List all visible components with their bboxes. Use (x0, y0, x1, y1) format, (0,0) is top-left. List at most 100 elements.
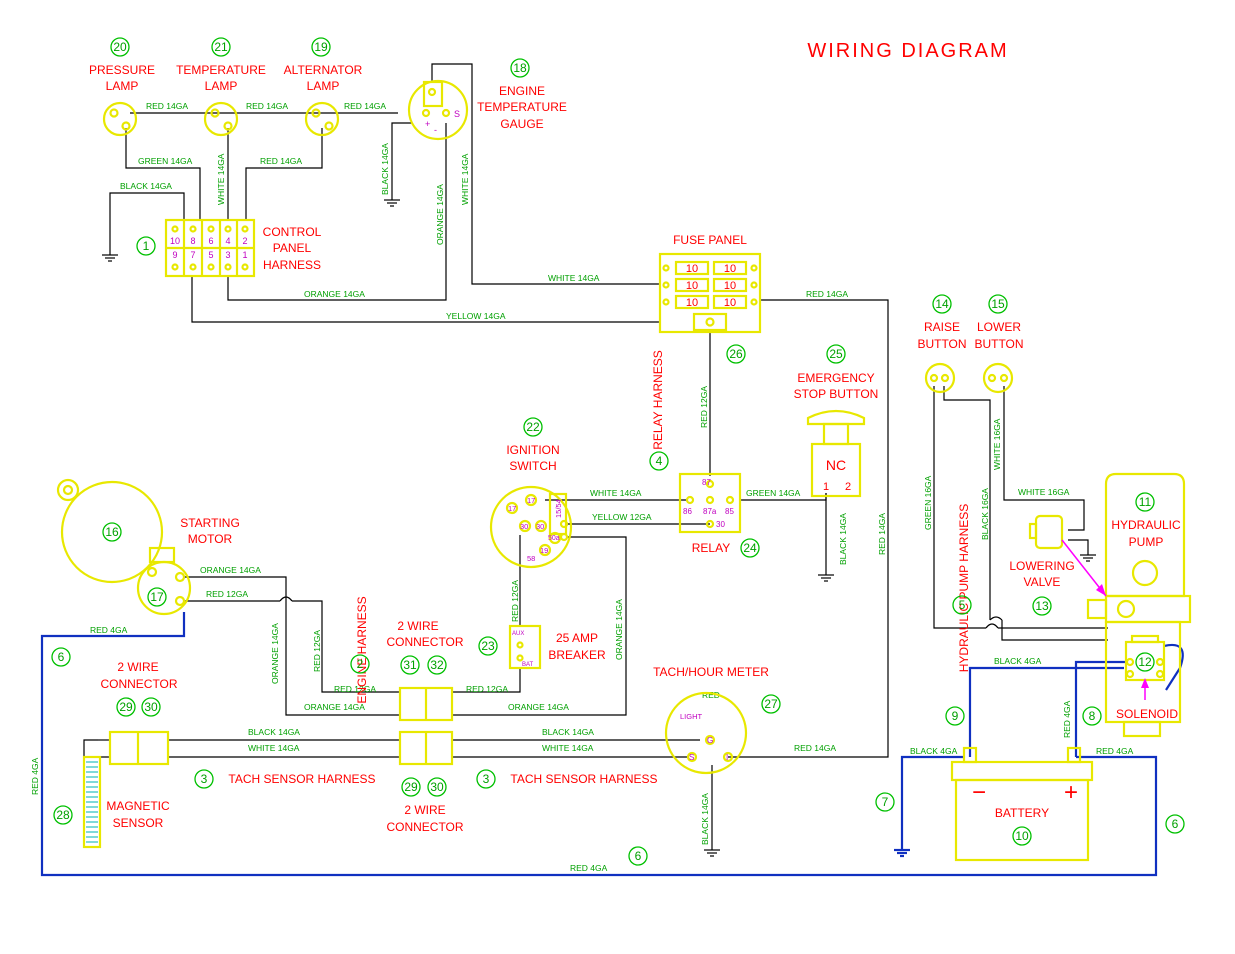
svg-text:25: 25 (829, 347, 843, 361)
svg-text:30: 30 (144, 700, 158, 714)
svg-text:WHITE 16GA: WHITE 16GA (992, 418, 1002, 470)
svg-text:24: 24 (743, 541, 757, 555)
svg-text:27: 27 (764, 697, 778, 711)
svg-text:30: 30 (430, 780, 444, 794)
svg-text:ORANGE 14GA: ORANGE 14GA (304, 702, 365, 712)
component-number: 32 (427, 655, 447, 675)
svg-text:50a: 50a (548, 535, 560, 542)
svg-text:RED 12GA: RED 12GA (699, 386, 709, 428)
solenoid: 12 SOLENOID (1116, 634, 1178, 721)
component-number: 2 (350, 654, 370, 674)
svg-text:HYDRAULIC PUMP HARNESS: HYDRAULIC PUMP HARNESS (957, 504, 971, 672)
svg-text:PRESSURE: PRESSURE (89, 63, 155, 77)
svg-text:ORANGE 14GA: ORANGE 14GA (270, 623, 280, 684)
page-title: WIRING DIAGRAM (807, 40, 1008, 62)
svg-text:30: 30 (536, 522, 544, 531)
component-number: 15 (988, 294, 1008, 314)
component-number: 4 (649, 451, 669, 471)
svg-text:ORANGE 14GA: ORANGE 14GA (508, 702, 569, 712)
battery-cables (40, 612, 1184, 877)
svg-text:RED 14GA: RED 14GA (877, 513, 887, 555)
svg-text:32: 32 (430, 658, 444, 672)
svg-text:BUTTON: BUTTON (974, 337, 1023, 351)
svg-text:7: 7 (882, 795, 889, 809)
component-number: 28 (53, 805, 73, 825)
svg-text:ORANGE 14GA: ORANGE 14GA (614, 599, 624, 660)
harness-pin-label: 8 (190, 236, 195, 246)
svg-text:2 WIRE: 2 WIRE (404, 803, 445, 817)
connector-left: 2 WIRE CONNECTOR 29 30 (100, 660, 178, 766)
svg-text:TEMPERATURE: TEMPERATURE (176, 63, 266, 77)
svg-text:-: - (434, 125, 437, 135)
svg-text:RED 12GA: RED 12GA (510, 580, 520, 622)
svg-text:S: S (689, 753, 694, 762)
svg-text:86: 86 (683, 507, 692, 516)
svg-text:BLACK 4GA: BLACK 4GA (994, 656, 1042, 666)
svg-text:RED 12GA: RED 12GA (206, 589, 248, 599)
component-number: 31 (400, 655, 420, 675)
svg-text:BLACK 14GA: BLACK 14GA (700, 793, 710, 845)
svg-text:I: I (726, 753, 728, 762)
svg-text:17: 17 (508, 504, 516, 513)
svg-text:17: 17 (527, 496, 535, 505)
svg-text:MAGNETIC: MAGNETIC (106, 799, 170, 813)
svg-text:29: 29 (404, 780, 418, 794)
svg-text:GREEN 16GA: GREEN 16GA (923, 475, 933, 530)
svg-text:BLACK 14GA: BLACK 14GA (380, 143, 390, 195)
svg-text:WHITE 14GA: WHITE 14GA (216, 153, 226, 205)
svg-text:RELAY: RELAY (692, 541, 730, 555)
svg-text:TEMPERATURE: TEMPERATURE (477, 100, 567, 114)
svg-text:15: 15 (991, 297, 1005, 311)
svg-text:5: 5 (959, 598, 966, 612)
component-number: 5 (952, 595, 972, 615)
svg-text:ORANGE 14GA: ORANGE 14GA (200, 565, 261, 575)
battery: − + BATTERY 10 (950, 746, 1094, 862)
svg-text:14: 14 (935, 297, 949, 311)
component-number: 29 (401, 777, 421, 797)
svg-text:RED 14GA: RED 14GA (146, 101, 188, 111)
svg-text:TACH SENSOR HARNESS: TACH SENSOR HARNESS (510, 772, 657, 786)
svg-text:TACH/HOUR METER: TACH/HOUR METER (653, 665, 769, 679)
relay-harness: RELAY HARNESS 4 26 (649, 344, 746, 471)
svg-text:WHITE 14GA: WHITE 14GA (248, 743, 300, 753)
alternator-lamp: 19 ALTERNATOR LAMP (284, 37, 363, 137)
svg-text:BLACK 4GA: BLACK 4GA (910, 746, 958, 756)
connector-bottom: 29 30 2 WIRE CONNECTOR (386, 730, 464, 834)
svg-text:10: 10 (686, 280, 698, 292)
svg-text:19: 19 (314, 40, 328, 54)
svg-text:11: 11 (1139, 495, 1152, 509)
component-number: 12 (1135, 652, 1155, 672)
svg-text:LAMP: LAMP (106, 79, 139, 93)
svg-text:RED 14GA: RED 14GA (246, 101, 288, 111)
starting-motor: 16 STARTING MOTOR 17 (56, 478, 240, 616)
component-number: 11 (1135, 492, 1155, 512)
svg-text:AUX: AUX (512, 631, 524, 637)
svg-text:31: 31 (403, 658, 417, 672)
harness-pin (224, 225, 232, 233)
svg-text:G: G (707, 736, 713, 745)
cable-numbers: 6 6 6 7 8 9 (51, 647, 1185, 866)
svg-text:RED 14GA: RED 14GA (806, 289, 848, 299)
harness-pin-label: 10 (170, 236, 180, 246)
temperature-lamp: 21 TEMPERATURE LAMP (176, 37, 266, 137)
svg-text:30: 30 (716, 520, 725, 529)
svg-text:LAMP: LAMP (205, 79, 238, 93)
svg-text:23: 23 (481, 639, 495, 653)
svg-text:17: 17 (150, 590, 164, 604)
harness-pin (207, 263, 215, 271)
svg-text:RED 4GA: RED 4GA (30, 757, 40, 795)
wire-labels: RED 14GA RED 14GA RED 14GA GREEN 14GA RE… (30, 101, 1134, 873)
svg-text:18: 18 (513, 61, 527, 75)
svg-text:RED 14GA: RED 14GA (794, 743, 836, 753)
ignition-switch: 22 IGNITION SWITCH 17 15/54 30 30 50a 19… (489, 417, 573, 569)
harness-pin-label: 9 (172, 250, 177, 260)
hydraulic-pump: 11 HYDRAULIC PUMP (1086, 472, 1192, 738)
svg-text:2: 2 (357, 657, 364, 671)
svg-text:+: + (1064, 779, 1078, 806)
harness-pin-label: 7 (190, 250, 195, 260)
component-number: 23 (478, 636, 498, 656)
svg-text:BLACK 14GA: BLACK 14GA (120, 181, 172, 191)
svg-text:10: 10 (686, 263, 698, 275)
svg-text:WHITE 14GA: WHITE 14GA (590, 488, 642, 498)
